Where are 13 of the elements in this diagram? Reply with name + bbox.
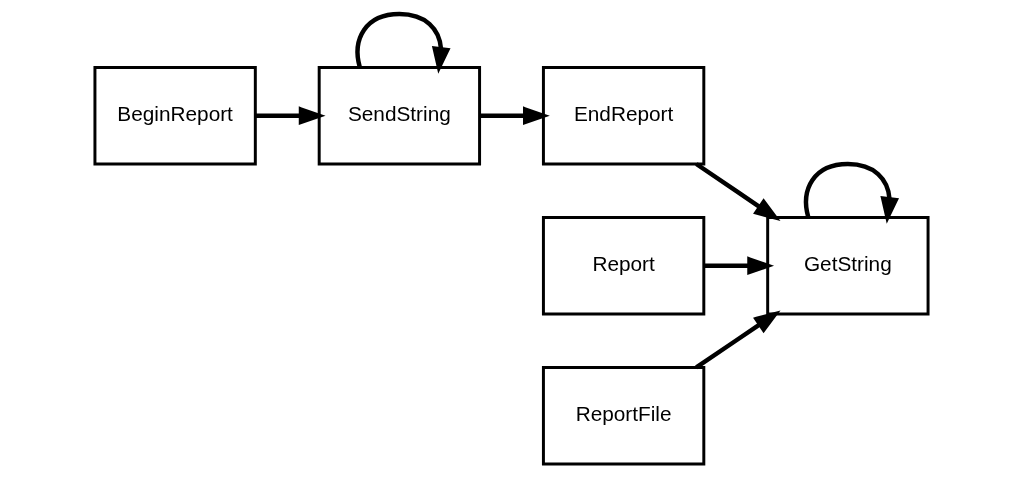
arrow: [479, 106, 550, 126]
arrow: [703, 256, 774, 276]
node-box: ReportFile: [541, 365, 705, 466]
node-box: EndReport: [541, 66, 705, 166]
arrow: [354, 11, 451, 74]
arrow: [803, 161, 899, 224]
arrow: [694, 310, 780, 370]
arrow: [694, 162, 780, 222]
node-box: BeginReport: [92, 66, 257, 166]
node-box: SendString: [317, 66, 481, 166]
node-box: Report: [541, 216, 705, 316]
arrow: [255, 106, 326, 126]
node-box: GetString: [765, 216, 930, 316]
